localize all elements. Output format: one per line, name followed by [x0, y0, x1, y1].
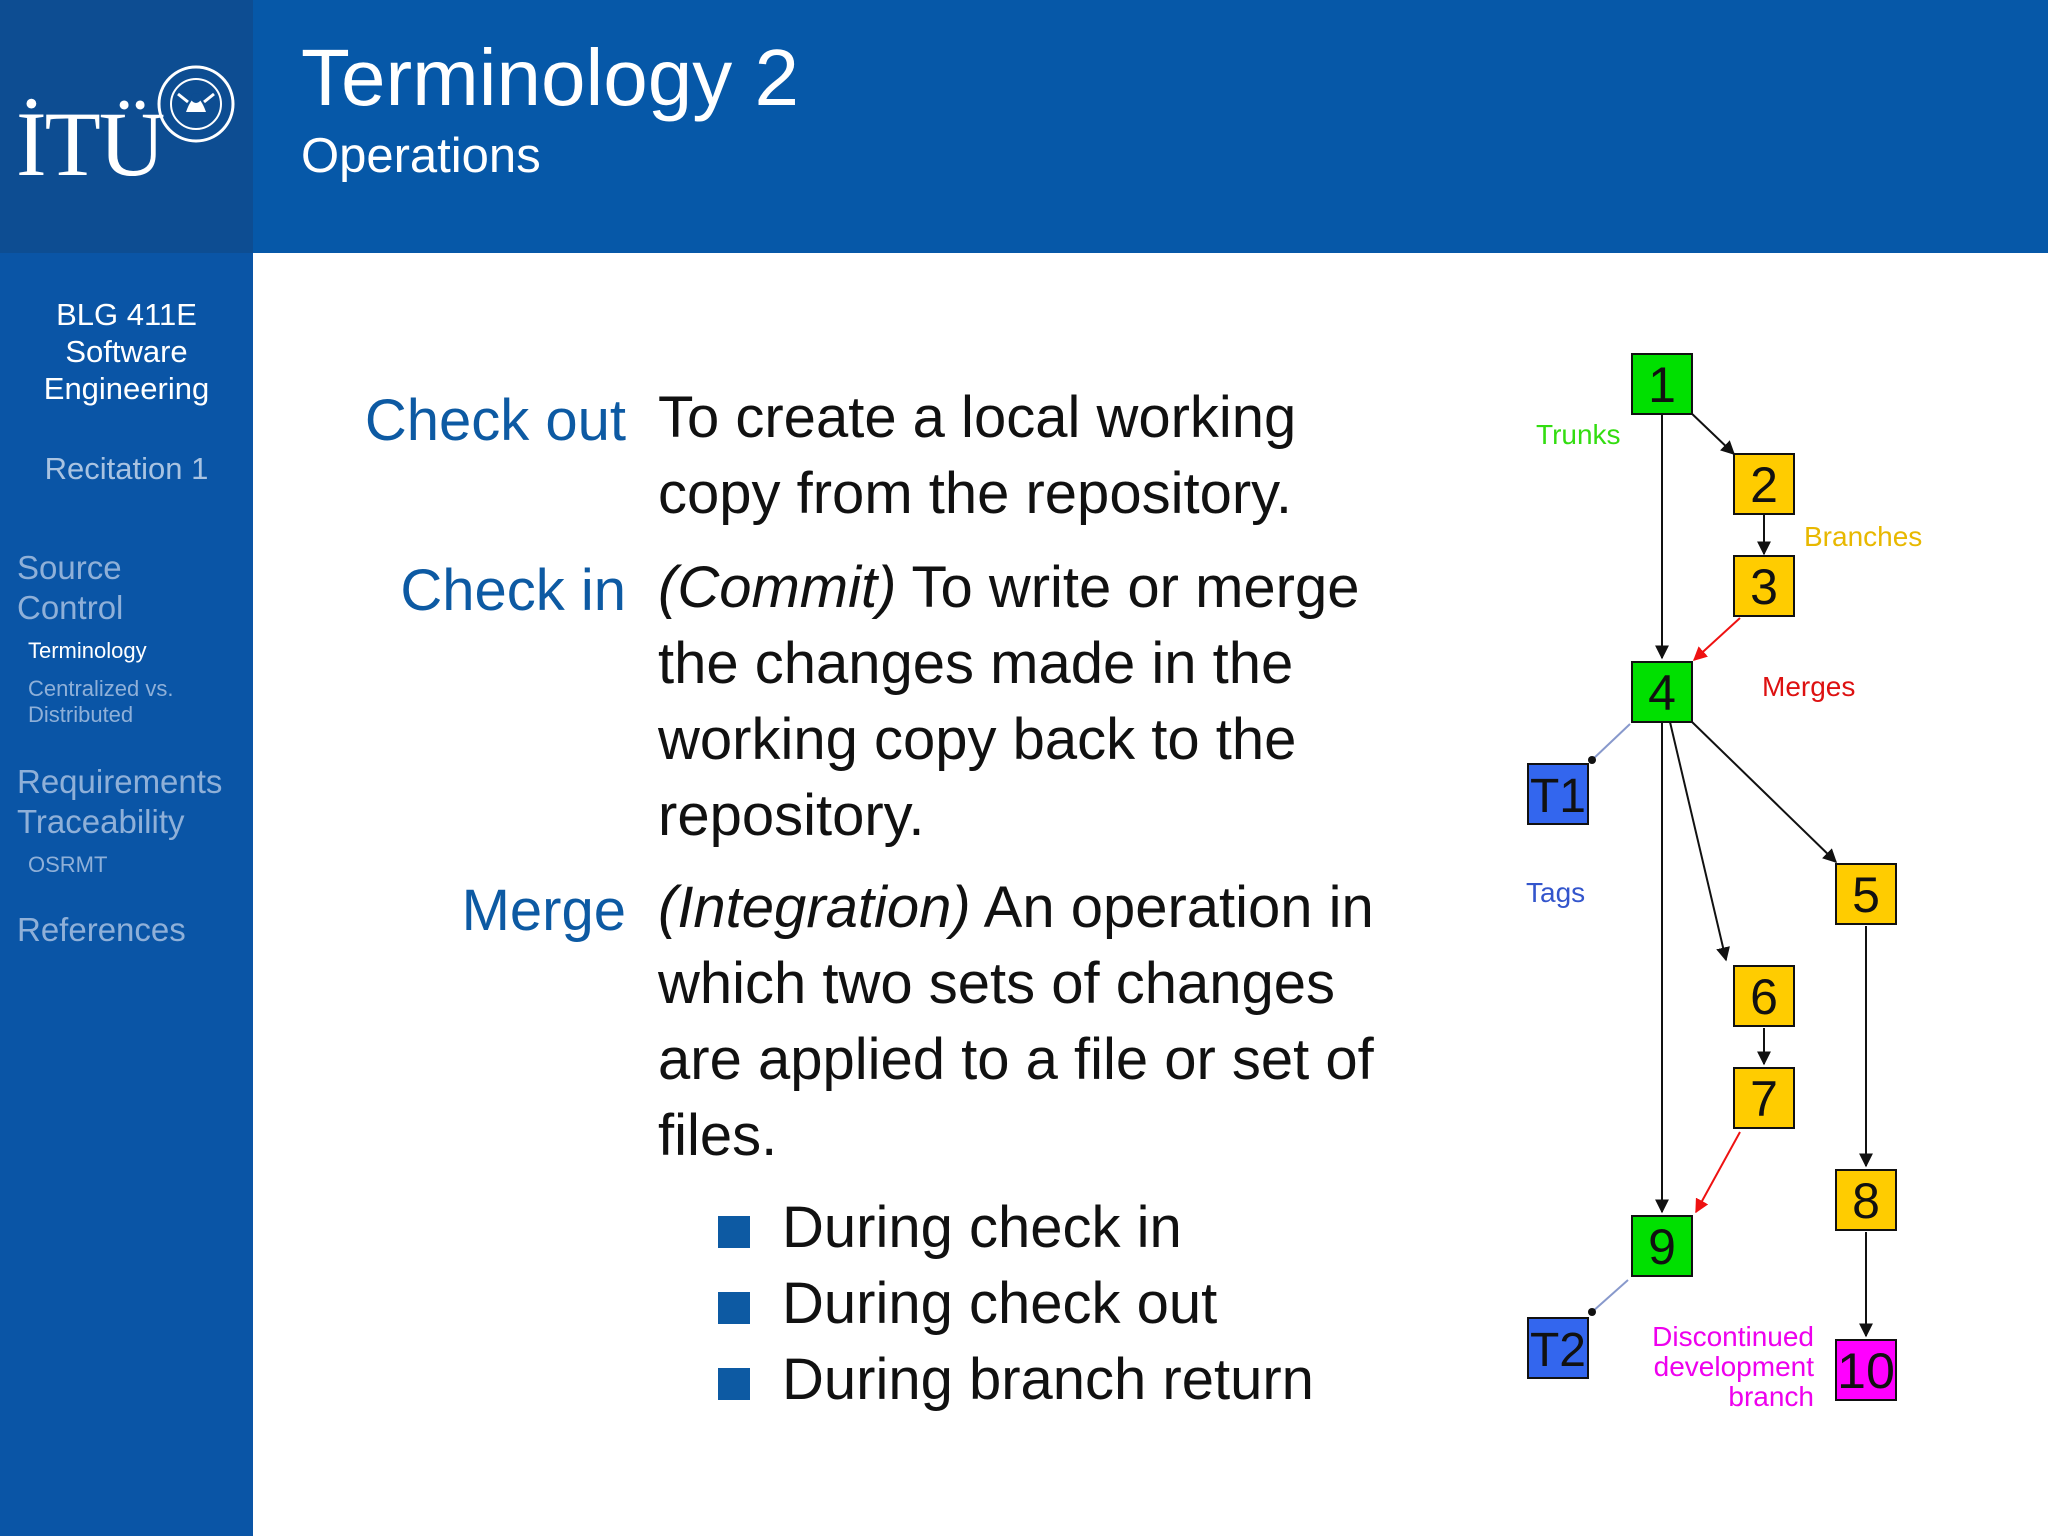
edge-1-2	[1687, 409, 1736, 455]
node-8: 8	[1835, 1169, 1897, 1231]
definition-line: files.	[658, 1103, 778, 1168]
merge-edge-3-4	[1692, 617, 1741, 661]
merge-bullet-list: During check in During check out During …	[718, 1190, 1314, 1418]
definition-rest: To write or merge	[896, 555, 1360, 620]
node-2: 2	[1733, 453, 1795, 515]
definition-check-in: (Commit) To write or merge the changes m…	[658, 550, 1458, 854]
diagram-edges	[1588, 409, 1873, 1338]
course-title: BLG 411E Software Engineering	[0, 296, 253, 408]
course-name-line2: Engineering	[43, 371, 210, 407]
node-6: 6	[1733, 965, 1795, 1027]
section-title-line2: Traceability	[17, 802, 185, 840]
definition-rest: An operation in	[970, 875, 1374, 940]
itu-logo: İTÜ	[16, 93, 165, 195]
sidebar-section-requirements-traceability[interactable]: Requirements Traceability	[17, 762, 222, 841]
node-1: 1	[1631, 353, 1693, 415]
sidebar-section-source-control[interactable]: Source Control	[17, 548, 123, 627]
recitation-label[interactable]: Recitation 1	[44, 451, 209, 486]
course-code: BLG 411E	[56, 297, 197, 332]
section-title-line1: Requirements	[17, 763, 223, 800]
sidebar-section-references[interactable]: References	[17, 911, 186, 948]
item-line2: Distributed	[28, 702, 134, 728]
label-trunks: Trunks	[1536, 419, 1621, 450]
node-5: 5	[1835, 863, 1897, 925]
node-9: 9	[1631, 1215, 1693, 1277]
term-check-in: Check in	[400, 558, 626, 623]
slide-subtitle: Operations	[301, 129, 541, 183]
node-4: 4	[1631, 661, 1693, 723]
node-3: 3	[1733, 555, 1795, 617]
node-label: 1	[1648, 357, 1676, 413]
section-title-line1: Source	[17, 549, 122, 586]
node-label: T2	[1530, 1324, 1586, 1377]
university-seal-icon	[157, 65, 235, 143]
logo-area: İTÜ	[0, 0, 253, 253]
definition-line: (Integration) An operation in	[658, 870, 1458, 946]
definition-line: (Commit) To write or merge	[658, 550, 1458, 626]
node-label: 5	[1852, 867, 1880, 923]
node-label: 8	[1852, 1173, 1880, 1229]
definition-line: are applied to a file or set of	[658, 1027, 1374, 1092]
definition-line: copy from the repository.	[658, 461, 1292, 526]
definition-line: working copy back to the	[658, 707, 1297, 772]
sidebar-item-centralized-vs-distributed[interactable]: Centralized vs. Distributed	[28, 676, 174, 729]
node-7: 7	[1733, 1067, 1795, 1129]
course-name-line1: Software	[65, 334, 188, 370]
bullet-item: During check in	[718, 1190, 1314, 1266]
bullet-text: During branch return	[782, 1347, 1314, 1412]
node-label: 7	[1750, 1071, 1778, 1127]
node-label: 4	[1648, 665, 1676, 721]
definition-merge: (Integration) An operation in which two …	[658, 870, 1458, 1174]
slide-header: Terminology 2 Operations	[253, 0, 2048, 253]
tag-T2: T2	[1527, 1317, 1589, 1379]
definition-lead: (Integration)	[658, 875, 971, 940]
sidebar-item-terminology[interactable]: Terminology	[28, 638, 147, 663]
item-line1: Centralized vs.	[28, 676, 174, 701]
bullet-square-icon	[718, 1368, 750, 1400]
slide-title: Terminology 2	[301, 33, 800, 122]
definition-lead: (Commit)	[658, 555, 897, 620]
label-discontinued: Discontinued development branch	[1652, 1321, 1814, 1412]
definition-check-out: To create a local working copy from the …	[658, 380, 1458, 532]
node-label: 2	[1750, 457, 1778, 513]
bullet-square-icon	[718, 1216, 750, 1248]
node-label: 9	[1648, 1219, 1676, 1275]
definition-line: repository.	[658, 783, 925, 848]
tag-T1: T1	[1527, 763, 1589, 825]
definition-line: the changes made in the	[658, 631, 1294, 696]
label-branches: Branches	[1804, 521, 1922, 552]
edge-4-6	[1669, 721, 1730, 962]
edge-4-5	[1689, 719, 1838, 863]
bullet-text: During check in	[782, 1195, 1182, 1260]
section-title-line2: Control	[17, 588, 124, 626]
tag-anchor-T1	[1588, 756, 1596, 764]
node-10: 10	[1835, 1339, 1897, 1401]
bullet-square-icon	[718, 1292, 750, 1324]
term-check-out: Check out	[364, 388, 626, 453]
label-line: branch	[1728, 1381, 1814, 1412]
definition-line: To create a local working	[658, 385, 1297, 450]
tag-anchor-T2	[1588, 1308, 1596, 1316]
node-label: 3	[1750, 559, 1778, 615]
version-control-diagram: 1 2 3 4 5 6 7 8 9 10 T1 T2	[1526, 353, 1922, 1412]
label-line: development	[1654, 1351, 1815, 1382]
label-tags: Tags	[1526, 877, 1585, 908]
node-label: 10	[1837, 1343, 1895, 1399]
tag-edge-4-T1	[1591, 723, 1631, 761]
tag-edge-9-T2	[1591, 1279, 1629, 1313]
bullet-text: During check out	[782, 1271, 1218, 1336]
sidebar: İTÜ BLG 411E Software Engineering Recita…	[0, 0, 253, 1536]
label-merges: Merges	[1762, 671, 1855, 702]
node-label: T1	[1530, 770, 1586, 823]
node-label: 6	[1750, 969, 1778, 1025]
bullet-item: During branch return	[718, 1342, 1314, 1418]
merge-edge-7-9	[1695, 1131, 1741, 1214]
sidebar-item-osrmt[interactable]: OSRMT	[28, 852, 108, 877]
label-line: Discontinued	[1652, 1321, 1814, 1352]
term-merge: Merge	[461, 878, 626, 943]
definition-line: which two sets of changes	[658, 951, 1336, 1016]
bullet-item: During check out	[718, 1266, 1314, 1342]
